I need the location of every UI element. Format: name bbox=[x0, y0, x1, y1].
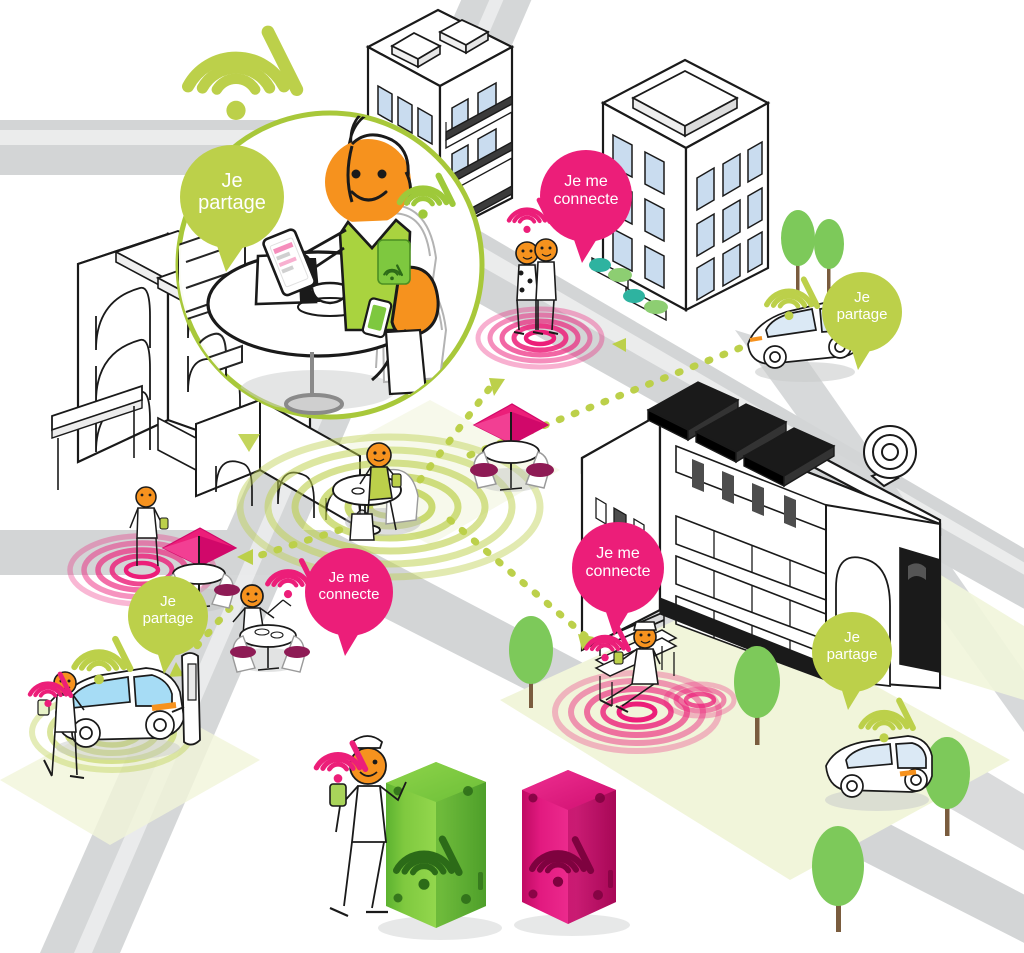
tree bbox=[734, 646, 780, 745]
ripple-park-topright bbox=[663, 681, 737, 719]
cafe-table-parasol-mid bbox=[470, 403, 554, 492]
car-bottom-right bbox=[825, 735, 933, 811]
bubble-share-left[interactable] bbox=[128, 576, 208, 674]
hotspot-green[interactable] bbox=[378, 762, 502, 940]
bubble-share-mall[interactable] bbox=[812, 612, 892, 710]
wifi-logo-on-green-box bbox=[392, 835, 463, 890]
wifi-logo-on-pink-box bbox=[528, 836, 595, 887]
connection-arrowheads bbox=[169, 338, 626, 677]
planters bbox=[589, 256, 668, 322]
bubble-connect-mall[interactable] bbox=[572, 522, 664, 636]
bubble-connect-top[interactable] bbox=[540, 150, 632, 263]
ripple-couple-top bbox=[475, 306, 605, 370]
bubble-share-car-top[interactable] bbox=[822, 272, 902, 370]
bubbles-layer bbox=[128, 145, 902, 710]
person-couple-top bbox=[513, 238, 559, 335]
building-office-topright bbox=[589, 58, 771, 322]
tree bbox=[781, 210, 815, 292]
link-center-to-top bbox=[416, 381, 496, 484]
person-bench bbox=[599, 621, 661, 713]
car-top-right bbox=[747, 300, 863, 382]
tree bbox=[814, 219, 844, 294]
link-center-to-park bbox=[446, 516, 594, 644]
link-center-to-left bbox=[254, 521, 359, 560]
tree bbox=[812, 826, 864, 932]
tree bbox=[509, 616, 553, 708]
charging-post bbox=[171, 652, 201, 746]
trees-layer bbox=[509, 210, 970, 932]
person-arcade bbox=[129, 486, 169, 567]
cafe-center bbox=[332, 442, 421, 541]
car-bottom-left bbox=[55, 667, 185, 760]
bubble-share-cafe[interactable] bbox=[180, 145, 284, 272]
wifi-top-left bbox=[188, 32, 297, 120]
bubble-connect-left[interactable] bbox=[305, 548, 393, 656]
mall-logo-icon bbox=[863, 425, 917, 488]
cafe-table-left-lower bbox=[230, 584, 310, 673]
tree bbox=[924, 737, 970, 836]
person-hotspots bbox=[329, 735, 407, 918]
hotspot-magenta[interactable] bbox=[514, 770, 630, 936]
